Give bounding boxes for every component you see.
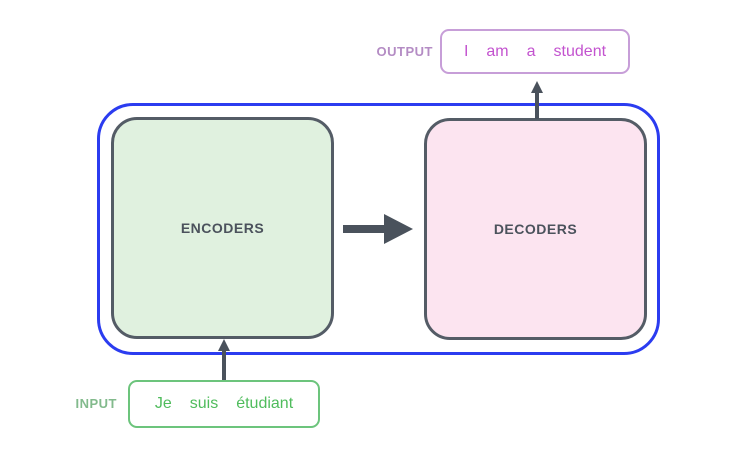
input-token: étudiant bbox=[236, 395, 294, 412]
output-token: a bbox=[526, 42, 536, 60]
output-token: am bbox=[486, 42, 509, 60]
decoders-box: DECODERS bbox=[424, 118, 647, 340]
input-token: suis bbox=[189, 395, 219, 412]
output-label: OUTPUT bbox=[376, 44, 433, 59]
input-to-encoders-arrow-icon bbox=[218, 339, 230, 381]
output-token: student bbox=[553, 42, 607, 60]
output-token: I bbox=[463, 42, 469, 60]
output-token-box: I am a student bbox=[440, 29, 630, 74]
input-label: INPUT bbox=[75, 396, 117, 411]
encoders-label: ENCODERS bbox=[180, 220, 265, 236]
decoders-to-output-arrow-icon bbox=[531, 81, 543, 119]
transformer-container-box bbox=[97, 103, 660, 355]
decoders-label: DECODERS bbox=[493, 221, 578, 237]
input-token: Je bbox=[154, 395, 172, 412]
input-token-box: Je suis étudiant bbox=[128, 380, 320, 428]
encoders-box: ENCODERS bbox=[111, 117, 334, 339]
encoders-to-decoders-arrow-icon bbox=[343, 214, 413, 244]
